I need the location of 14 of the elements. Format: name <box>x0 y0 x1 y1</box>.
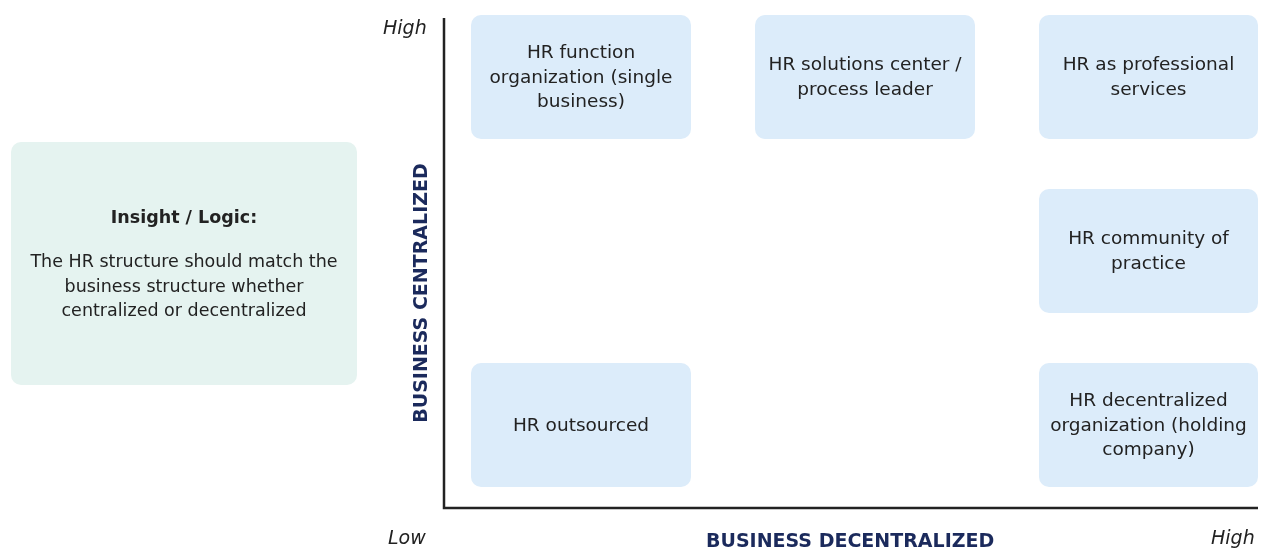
quadrant-box: HR outsourced <box>471 363 691 487</box>
quadrant-box: HR decentralized organization (holding company) <box>1039 363 1258 487</box>
axis-label: Low <box>388 526 426 548</box>
axis-title: BUSINESS CENTRALIZED <box>408 163 431 423</box>
card-text: The HR structure should match the business structure whether centralized or decentralized <box>29 250 339 322</box>
quadrant-box: HR function organization (single business) <box>471 15 691 139</box>
insight-card <box>11 142 357 385</box>
card-heading: Insight / Logic: <box>110 205 258 229</box>
axis-title: BUSINESS DECENTRALIZED <box>706 529 995 550</box>
quadrant-box: HR as professional services <box>1039 15 1258 139</box>
axis-label: High <box>1211 526 1255 548</box>
quadrant-box: HR community of practice <box>1039 189 1258 313</box>
axis-label: High <box>383 16 427 38</box>
quadrant-box: HR solutions center / process leader <box>755 15 975 139</box>
